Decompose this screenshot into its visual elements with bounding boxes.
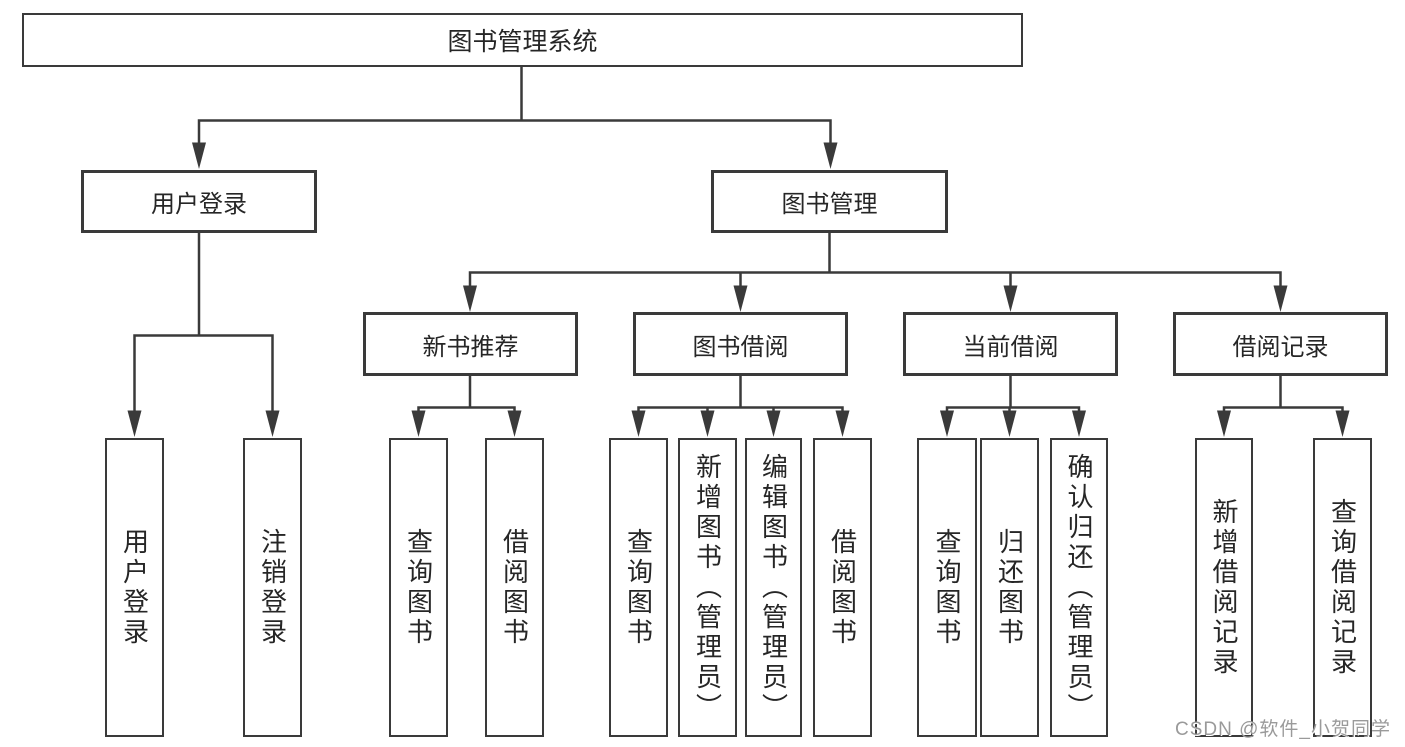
node-new-book-recommend-label: 新书推荐	[422, 333, 519, 361]
leaf-borrowing-borrow-books: 借阅图书	[813, 438, 872, 737]
leaf-recommend-borrow-books-label: 借阅图书	[499, 527, 530, 648]
node-book-management-label: 图书管理	[781, 191, 878, 218]
leaf-recommend-query-books-label: 查询图书	[403, 527, 434, 648]
arrowhead-icon	[700, 410, 715, 437]
node-borrowing-records-label: 借阅记录	[1232, 333, 1329, 361]
leaf-records-add-record-label: 新增借阅记录	[1209, 497, 1239, 678]
connector-current-borrowing	[945, 374, 1081, 416]
connector-borrowing-records	[1222, 374, 1344, 416]
arrowhead-icon	[823, 142, 838, 169]
csdn-watermark: CSDN @软件_小贺同学	[1175, 719, 1391, 740]
leaf-current-query-books: 查询图书	[917, 438, 977, 737]
node-current-borrowing: 当前借阅	[903, 312, 1118, 376]
leaf-current-query-books-label: 查询图书	[932, 527, 962, 648]
leaf-current-confirm-return-label: 确认归还（管理员）	[1064, 452, 1094, 723]
arrowhead-icon	[463, 285, 477, 312]
leaf-recommend-query-books: 查询图书	[389, 438, 448, 737]
node-current-borrowing-label: 当前借阅	[962, 333, 1059, 361]
arrowhead-icon	[766, 410, 781, 437]
connector-root	[197, 64, 832, 149]
leaf-current-confirm-return: 确认归还（管理员）	[1050, 438, 1108, 737]
arrowhead-icon	[1003, 285, 1018, 312]
leaf-borrowing-query-books: 查询图书	[609, 438, 668, 737]
arrowhead-icon	[1072, 410, 1086, 437]
connector-book-borrowing	[637, 374, 844, 416]
connector-book-management	[468, 230, 1282, 290]
leaf-records-query-record: 查询借阅记录	[1313, 438, 1372, 737]
leaf-borrowing-edit-books-label: 编辑图书（管理员）	[758, 452, 789, 723]
leaf-recommend-borrow-books: 借阅图书	[485, 438, 544, 737]
arrowhead-icon	[192, 142, 206, 169]
node-user-login-label: 用户登录	[151, 191, 247, 218]
leaf-borrowing-add-books-label: 新增图书（管理员）	[692, 452, 723, 723]
node-book-management: 图书管理	[711, 170, 948, 233]
arrowhead-icon	[1335, 410, 1350, 437]
leaf-records-query-record-label: 查询借阅记录	[1327, 497, 1358, 678]
arrowhead-icon	[733, 285, 748, 312]
arrowhead-icon	[1273, 285, 1288, 312]
leaf-user-login-label: 用户登录	[119, 527, 150, 648]
arrowhead-icon	[127, 410, 142, 437]
leaf-current-return-books-label: 归还图书	[994, 527, 1025, 648]
leaf-borrowing-edit-books: 编辑图书（管理员）	[745, 438, 802, 737]
arrowhead-icon	[835, 410, 850, 437]
arrowhead-icon	[1002, 410, 1017, 437]
arrowhead-icon	[507, 410, 522, 437]
node-root: 图书管理系统	[22, 13, 1023, 67]
leaf-borrowing-add-books: 新增图书（管理员）	[678, 438, 737, 737]
arrowhead-icon	[411, 410, 426, 437]
leaf-borrowing-borrow-books-label: 借阅图书	[827, 527, 858, 648]
arrowhead-icon	[631, 410, 646, 437]
node-borrowing-records: 借阅记录	[1173, 312, 1388, 376]
node-book-borrowing: 图书借阅	[633, 312, 848, 376]
node-new-book-recommend: 新书推荐	[363, 312, 578, 376]
node-book-borrowing-label: 图书借阅	[692, 333, 789, 361]
connector-user-login	[133, 230, 274, 416]
arrowhead-icon	[265, 410, 280, 437]
node-root-label: 图书管理系统	[447, 28, 598, 56]
leaf-records-add-record: 新增借阅记录	[1195, 438, 1253, 737]
leaf-logout: 注销登录	[243, 438, 302, 737]
arrowhead-icon	[1217, 410, 1231, 437]
leaf-current-return-books: 归还图书	[980, 438, 1039, 737]
connector-new-book-recommend	[417, 374, 516, 416]
leaf-logout-label: 注销登录	[257, 527, 288, 648]
arrowhead-icon	[940, 410, 954, 437]
leaf-borrowing-query-books-label: 查询图书	[623, 527, 654, 648]
node-user-login: 用户登录	[81, 170, 317, 233]
leaf-user-login: 用户登录	[105, 438, 164, 737]
